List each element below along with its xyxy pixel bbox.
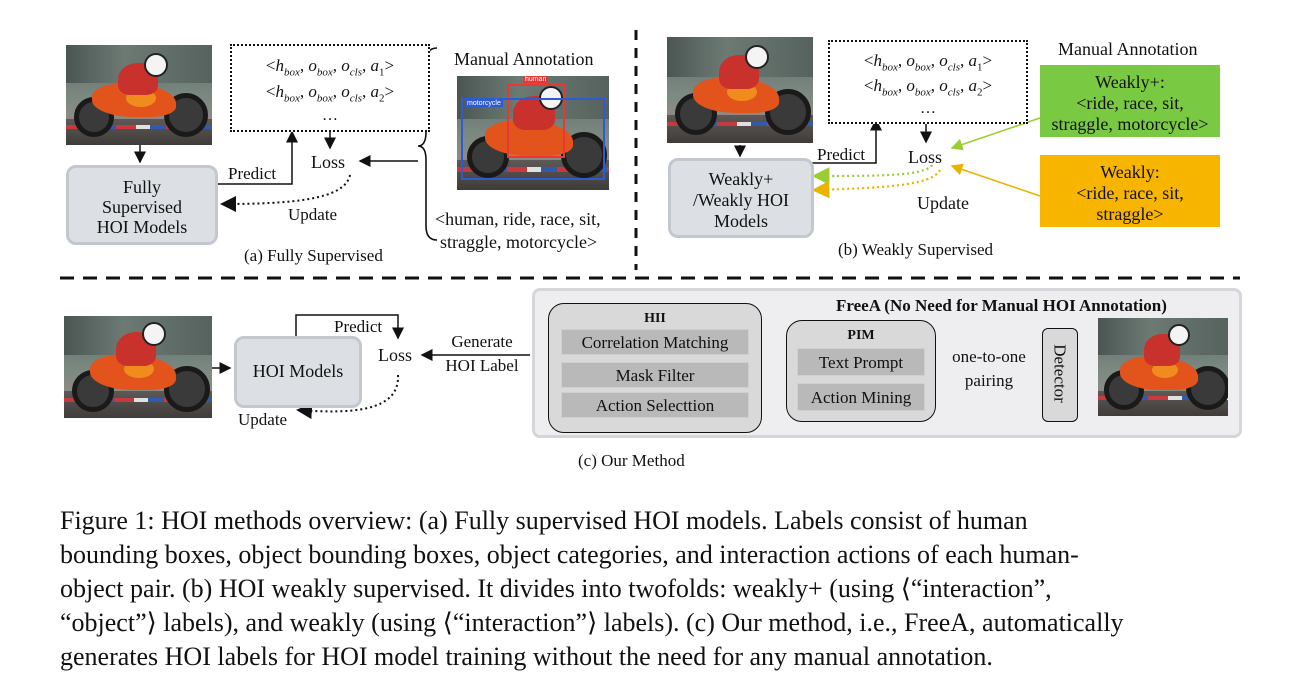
figure-caption-line-5: generates HOI labels for HOI model train… [60, 642, 993, 671]
correlation-matching-step: Correlation Matching [561, 329, 749, 355]
model-a-line-1: Fully [122, 177, 161, 197]
arrow-a-predict [214, 130, 298, 185]
hii-module: HII Correlation Matching Mask Filter Act… [548, 303, 762, 433]
loss-label-c: Loss [378, 345, 413, 365]
weakly-line-3: straggle> [1096, 204, 1164, 224]
motorcycle-bbox-label: motorcycle [465, 100, 503, 107]
generate-line-2: HOI Label [445, 356, 519, 375]
detector-label: Detector [1050, 344, 1070, 403]
arrow-c-predict [295, 314, 404, 340]
update-label-a: Update [288, 205, 338, 224]
motorcycle-bbox [461, 98, 605, 180]
predict-label-c: Predict [334, 317, 383, 336]
pim-title: PIM [847, 328, 875, 343]
human-bbox [507, 84, 565, 158]
pim-module: PIM Text Prompt Action Mining [786, 320, 936, 422]
generate-line-1: Generate [451, 332, 513, 351]
annotation-a-line-1: <human, ride, race, sit, [435, 209, 601, 229]
caption-b: (b) Weakly Supervised [838, 240, 994, 259]
label-box-b: <hbox, obox, ocls, a1> <hbox, obox, ocls… [828, 40, 1028, 124]
model-a-line-2: Supervised [102, 197, 182, 217]
loss-label-b: Loss [908, 147, 943, 167]
arrow-c-update [296, 374, 400, 420]
figure-caption-line-1: Figure 1: HOI methods overview: (a) Full… [60, 506, 1028, 535]
action-selection-step: Action Selecttion [561, 392, 749, 418]
manual-annotation-title-a: Manual Annotation [454, 49, 594, 69]
predict-label-b: Predict [817, 145, 866, 164]
hii-title: HII [644, 311, 666, 326]
weakly-plus-box: Weakly+: <ride, race, sit, straggle, mot… [1040, 65, 1220, 137]
human-bbox-label: human [523, 76, 549, 83]
model-b-line-3: Models [714, 211, 768, 231]
label-b-line-2: <hbox, obox, ocls, a2> [863, 76, 993, 99]
text-prompt-step: Text Prompt [797, 348, 925, 376]
hii-item-3: Action Selecttion [595, 396, 715, 415]
weakly-plus-line-1: Weakly+: [1095, 72, 1165, 92]
motorcycle-photo-c-left [64, 316, 212, 418]
manual-annotation-title-b: Manual Annotation [1058, 39, 1198, 59]
arrow-b-predict [810, 118, 882, 164]
arrow-b-weakly-to-loss [950, 163, 1041, 197]
pim-item-2: Action Mining [810, 388, 912, 407]
predict-label-a: Predict [228, 164, 277, 183]
weakly-model-box: Weakly+ /Weakly HOI Models [668, 158, 814, 238]
hii-item-2: Mask Filter [615, 366, 695, 385]
label-line-2: <hbox, obox, ocls, a2> [265, 82, 395, 105]
model-b-line-1: Weakly+ [708, 169, 774, 189]
hoi-models-label: HOI Models [252, 361, 344, 381]
mask-filter-step: Mask Filter [561, 362, 749, 388]
detector-box: Detector [1042, 328, 1078, 422]
figure-caption-line-3: object pair. (b) HOI weakly supervised. … [60, 574, 1052, 603]
motorcycle-photo-c-right [1098, 318, 1228, 416]
model-b-line-2: /Weakly HOI [692, 190, 790, 210]
hoi-models-box: HOI Models [234, 336, 362, 408]
annotated-photo-a: human motorcycle [457, 76, 609, 190]
arrow-b-update-green [811, 164, 933, 185]
figure-caption-line-4: “object”⟩ labels), and weakly (using ⟨“i… [60, 608, 1124, 637]
model-a-line-3: HOI Models [96, 217, 188, 237]
freea-title: FreeA (No Need for Manual HOI Annotation… [836, 296, 1167, 315]
hii-item-1: Correlation Matching [581, 333, 729, 352]
weakly-line-2: <ride, race, sit, [1076, 183, 1184, 203]
update-label-b: Update [917, 193, 969, 213]
caption-c: (c) Our Method [578, 451, 685, 470]
label-line-1: <hbox, obox, ocls, a1> [265, 56, 395, 79]
update-label-c: Update [238, 410, 288, 429]
action-mining-step: Action Mining [797, 383, 925, 411]
label-b-ellipsis: … [920, 100, 936, 117]
weakly-box: Weakly: <ride, race, sit, straggle> [1040, 155, 1220, 227]
weakly-line-1: Weakly: [1100, 162, 1160, 182]
caption-a: (a) Fully Supervised [244, 246, 383, 265]
label-ellipsis: … [322, 107, 338, 124]
motorcycle-photo-a [66, 45, 212, 145]
arrow-b-update-yellow [811, 169, 941, 199]
pim-item-1: Text Prompt [818, 353, 904, 372]
weakly-plus-line-2: <ride, race, sit, [1076, 93, 1184, 113]
weakly-plus-line-3: straggle, motorcycle> [1051, 114, 1209, 134]
pairing-line-2: pairing [964, 371, 1014, 390]
annotation-a-line-2: straggle, motorcycle> [440, 232, 598, 252]
pairing-line-1: one-to-one [952, 347, 1026, 366]
label-box-a: <hbox, obox, ocls, a1> <hbox, obox, ocls… [230, 44, 430, 132]
label-b-line-1: <hbox, obox, ocls, a1> [863, 51, 993, 74]
loss-label-a: Loss [311, 152, 346, 172]
fully-supervised-model-box: Fully Supervised HOI Models [66, 165, 218, 245]
figure-caption-line-2: bounding boxes, object bounding boxes, o… [60, 540, 1079, 569]
motorcycle-photo-b [667, 37, 813, 143]
